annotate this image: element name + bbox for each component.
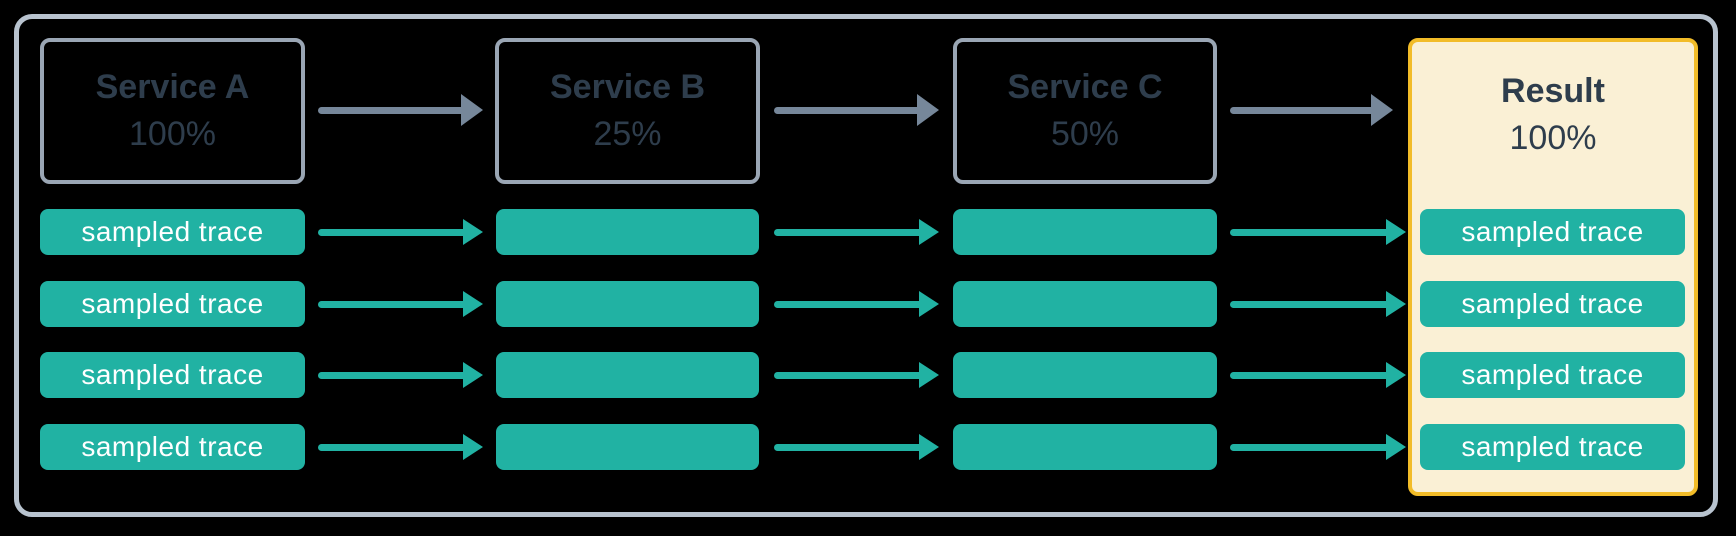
arrow-shaft — [1230, 371, 1390, 379]
service-c-name: Service C — [1007, 67, 1163, 106]
trace-bar-service-a-row-3: sampled trace — [40, 352, 305, 398]
trace-arrow-b-to-c-row-2 — [774, 290, 939, 318]
arrow-shaft — [318, 228, 467, 236]
arrow-head-icon — [919, 362, 939, 388]
service-a-sampling-rate: 100% — [129, 115, 216, 153]
arrow-shaft — [1230, 106, 1377, 114]
trace-bar-service-b-row-2 — [496, 281, 759, 327]
flow-arrow-service-c-to-result — [1230, 93, 1393, 127]
service-b-box: Service B 25% — [495, 38, 760, 184]
trace-bar-label: sampled trace — [81, 431, 264, 462]
trace-bar-result-row-2: sampled trace — [1420, 281, 1685, 327]
result-rate: 100% — [1509, 119, 1597, 157]
trace-bar-result-row-1: sampled trace — [1420, 209, 1685, 255]
arrow-shaft — [774, 228, 923, 236]
arrow-shaft — [774, 106, 923, 114]
trace-bar-service-c-row-3 — [953, 352, 1217, 398]
arrow-shaft — [1230, 228, 1390, 236]
flow-arrow-service-a-to-b — [318, 93, 483, 127]
trace-arrow-b-to-c-row-1 — [774, 218, 939, 246]
trace-arrow-c-to-result-row-4 — [1230, 433, 1406, 461]
arrow-shaft — [1230, 443, 1390, 451]
arrow-shaft — [318, 443, 467, 451]
result-header: Result 100% — [1412, 42, 1694, 188]
trace-arrow-b-to-c-row-4 — [774, 433, 939, 461]
arrow-head-icon — [919, 291, 939, 317]
arrow-head-icon — [463, 434, 483, 460]
trace-bar-service-a-row-2: sampled trace — [40, 281, 305, 327]
trace-arrow-c-to-result-row-2 — [1230, 290, 1406, 318]
arrow-head-icon — [1386, 434, 1406, 460]
trace-bar-service-b-row-3 — [496, 352, 759, 398]
trace-arrow-a-to-b-row-2 — [318, 290, 483, 318]
trace-bar-service-c-row-1 — [953, 209, 1217, 255]
result-title: Result — [1501, 71, 1605, 110]
arrow-head-icon — [461, 94, 483, 126]
trace-bar-label: sampled trace — [81, 359, 264, 390]
trace-bar-label: sampled trace — [81, 288, 264, 319]
arrow-head-icon — [1386, 219, 1406, 245]
trace-bar-service-a-row-4: sampled trace — [40, 424, 305, 470]
diagram-outer-frame — [14, 14, 1718, 517]
service-a-box: Service A 100% — [40, 38, 305, 184]
trace-bar-result-row-4: sampled trace — [1420, 424, 1685, 470]
arrow-shaft — [318, 371, 467, 379]
trace-arrow-a-to-b-row-3 — [318, 361, 483, 389]
arrow-head-icon — [919, 219, 939, 245]
arrow-head-icon — [1371, 94, 1393, 126]
service-c-sampling-rate: 50% — [1050, 115, 1120, 153]
service-c-box: Service C 50% — [953, 38, 1217, 184]
service-b-sampling-rate: 25% — [593, 115, 662, 153]
arrow-head-icon — [917, 94, 939, 126]
trace-arrow-a-to-b-row-4 — [318, 433, 483, 461]
arrow-head-icon — [463, 362, 483, 388]
arrow-head-icon — [463, 219, 483, 245]
arrow-shaft — [774, 443, 923, 451]
arrow-shaft — [774, 300, 923, 308]
arrow-head-icon — [1386, 291, 1406, 317]
trace-bar-label: sampled trace — [81, 216, 264, 247]
trace-bar-label: sampled trace — [1461, 216, 1644, 247]
trace-arrow-c-to-result-row-3 — [1230, 361, 1406, 389]
arrow-shaft — [318, 300, 467, 308]
trace-bar-service-c-row-4 — [953, 424, 1217, 470]
trace-bar-label: sampled trace — [1461, 288, 1644, 319]
trace-bar-result-row-3: sampled trace — [1420, 352, 1685, 398]
arrow-head-icon — [919, 434, 939, 460]
flow-arrow-service-b-to-c — [774, 93, 939, 127]
arrow-shaft — [1230, 300, 1390, 308]
trace-arrow-a-to-b-row-1 — [318, 218, 483, 246]
service-b-name: Service B — [550, 67, 705, 106]
trace-bar-label: sampled trace — [1461, 431, 1644, 462]
result-box: Result 100% — [1408, 38, 1698, 496]
trace-bar-service-c-row-2 — [953, 281, 1217, 327]
trace-bar-label: sampled trace — [1461, 359, 1644, 390]
trace-arrow-b-to-c-row-3 — [774, 361, 939, 389]
arrow-head-icon — [1386, 362, 1406, 388]
arrow-head-icon — [463, 291, 483, 317]
arrow-shaft — [318, 106, 467, 114]
trace-bar-service-b-row-4 — [496, 424, 759, 470]
trace-bar-service-b-row-1 — [496, 209, 759, 255]
arrow-shaft — [774, 371, 923, 379]
trace-arrow-c-to-result-row-1 — [1230, 218, 1406, 246]
service-a-name: Service A — [95, 67, 250, 106]
trace-bar-service-a-row-1: sampled trace — [40, 209, 305, 255]
